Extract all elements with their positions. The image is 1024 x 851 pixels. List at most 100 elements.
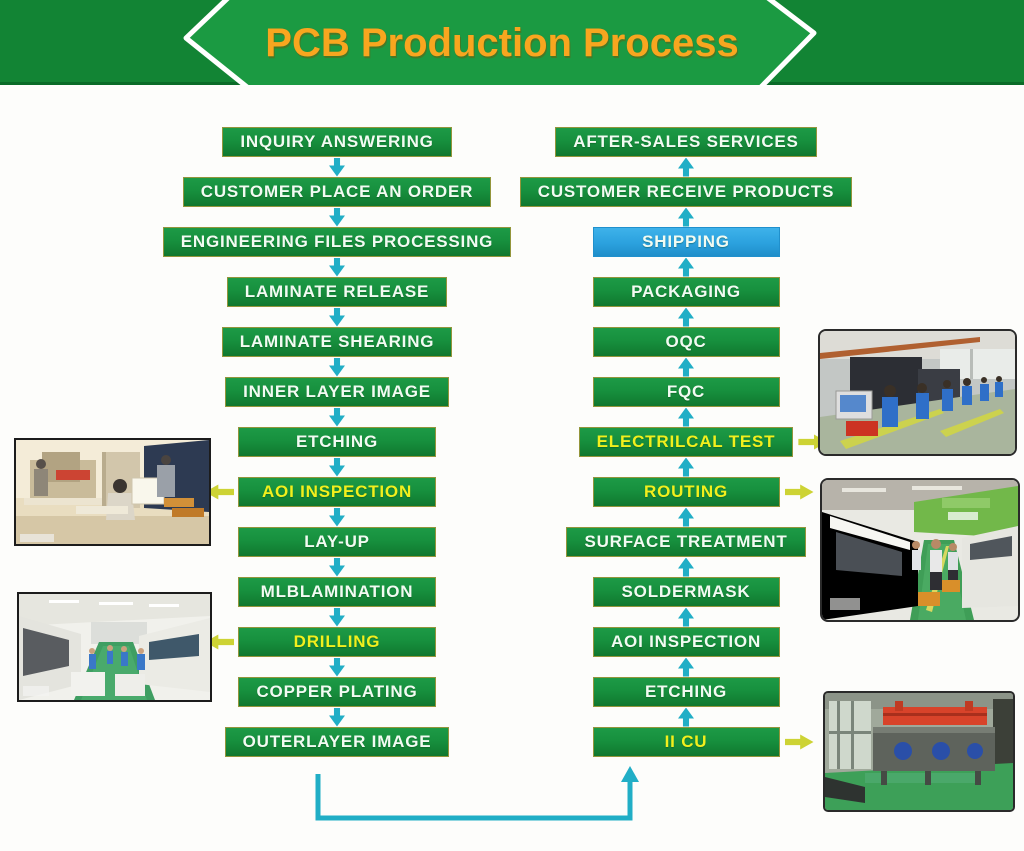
- arrow-down-icon: [329, 257, 345, 277]
- process-step: II CU: [592, 727, 814, 757]
- flow-arrow-gap: [329, 157, 345, 177]
- flow-arrow-gap: [678, 207, 694, 227]
- page-title: PCB Production Process: [265, 21, 739, 65]
- flow-arrow-gap: [678, 157, 694, 177]
- step-box: CUSTOMER RECEIVE PRODUCTS: [519, 177, 853, 207]
- step-box: ENGINEERING FILES PROCESSING: [162, 227, 512, 257]
- process-step: INNER LAYER IMAGE: [225, 377, 449, 407]
- flow-arrow-gap: [678, 407, 694, 427]
- step-box: PACKAGING: [592, 277, 780, 307]
- plating-line-scene: [825, 693, 1013, 810]
- flow-arrow-gap: [329, 657, 345, 677]
- step-box: II CU: [592, 727, 814, 757]
- arrow-down-icon: [329, 207, 345, 227]
- plating-line-photo: [823, 691, 1015, 812]
- flow-arrow-gap: [678, 657, 694, 677]
- process-step: FQC: [592, 377, 780, 407]
- step-box: OQC: [592, 327, 780, 357]
- process-step: ETCHING: [238, 427, 436, 457]
- process-step: ENGINEERING FILES PROCESSING: [162, 227, 512, 257]
- flow-arrow-gap: [329, 507, 345, 527]
- step-box: ETCHING: [592, 677, 780, 707]
- flow-arrow-gap: [329, 407, 345, 427]
- arrow-down-icon: [329, 507, 345, 527]
- arrow-up-icon: [678, 607, 694, 627]
- step-box: COPPER PLATING: [238, 677, 436, 707]
- step-box: SURFACE TREATMENT: [566, 527, 806, 557]
- arrow-down-icon: [329, 157, 345, 177]
- step-box: LAMINATE SHEARING: [221, 327, 453, 357]
- process-step: SURFACE TREATMENT: [566, 527, 806, 557]
- electrical-test-photo: [818, 329, 1017, 456]
- photo-link-arrow-icon: [784, 734, 814, 750]
- arrow-up-icon: [678, 307, 694, 327]
- flow-arrow-gap: [678, 607, 694, 627]
- arrow-down-icon: [329, 557, 345, 577]
- flow-arrow-gap: [329, 257, 345, 277]
- aoi-inspection-photo: [14, 438, 211, 546]
- process-step: INQUIRY ANSWERING: [222, 127, 452, 157]
- flow-arrow-gap: [329, 457, 345, 477]
- step-box: SHIPPING: [592, 227, 780, 257]
- process-step: OQC: [592, 327, 780, 357]
- process-step: AOI INSPECTION: [205, 477, 436, 507]
- step-box: ROUTING: [592, 477, 814, 507]
- process-step: LAY-UP: [238, 527, 436, 557]
- arrow-up-icon: [678, 707, 694, 727]
- step-box: INQUIRY ANSWERING: [222, 127, 452, 157]
- routing-machines-photo: [820, 478, 1020, 622]
- routing-hall-scene: [822, 480, 1018, 620]
- arrow-up-icon: [678, 207, 694, 227]
- banner-ribbon-graphic: [0, 0, 1024, 86]
- step-box: ELECTRILCAL TEST: [578, 427, 828, 457]
- step-box: DRILLING: [205, 627, 436, 657]
- process-step: ETCHING: [592, 677, 780, 707]
- process-step: ELECTRILCAL TEST: [578, 427, 828, 457]
- step-box: CUSTOMER PLACE AN ORDER: [182, 177, 492, 207]
- arrow-up-icon: [678, 407, 694, 427]
- step-box: INNER LAYER IMAGE: [225, 377, 449, 407]
- step-box: OUTERLAYER IMAGE: [224, 727, 450, 757]
- left-process-column: INQUIRY ANSWERING CUSTOMER PLACE AN ORDER…: [137, 127, 537, 757]
- process-step: AOI INSPECTION: [592, 627, 780, 657]
- flow-return-connector: [315, 766, 639, 821]
- step-box: FQC: [592, 377, 780, 407]
- flow-arrow-gap: [329, 357, 345, 377]
- step-box: MLBLAMINATION: [238, 577, 436, 607]
- process-step: PACKAGING: [592, 277, 780, 307]
- process-step: CUSTOMER PLACE AN ORDER: [182, 177, 492, 207]
- flow-arrow-gap: [678, 507, 694, 527]
- flow-arrow-gap: [329, 557, 345, 577]
- arrow-down-icon: [329, 657, 345, 677]
- arrow-up-icon: [678, 357, 694, 377]
- flow-arrow-gap: [678, 457, 694, 477]
- step-box: AOI INSPECTION: [205, 477, 436, 507]
- step-box: LAY-UP: [238, 527, 436, 557]
- flow-arrow-gap: [678, 707, 694, 727]
- flow-arrow-gap: [678, 307, 694, 327]
- arrow-up-icon: [678, 657, 694, 677]
- flow-arrow-gap: [678, 357, 694, 377]
- flow-arrow-gap: [329, 207, 345, 227]
- right-process-column: AFTER-SALES SERVICES CUSTOMER RECEIVE PRO…: [486, 127, 886, 757]
- process-step: COPPER PLATING: [238, 677, 436, 707]
- step-box: ETCHING: [238, 427, 436, 457]
- arrow-up-icon: [678, 257, 694, 277]
- flow-arrow-gap: [329, 607, 345, 627]
- photo-link-arrow-icon: [784, 484, 814, 500]
- process-step: AFTER-SALES SERVICES: [555, 127, 817, 157]
- electrical-test-scene: [820, 331, 1015, 454]
- arrow-up-icon: [678, 557, 694, 577]
- arrow-down-icon: [329, 707, 345, 727]
- arrow-down-icon: [329, 357, 345, 377]
- process-step: CUSTOMER RECEIVE PRODUCTS: [519, 177, 853, 207]
- arrow-down-icon: [329, 407, 345, 427]
- aoi-inspection-scene: [16, 440, 209, 544]
- process-step: DRILLING: [205, 627, 436, 657]
- process-step: LAMINATE RELEASE: [226, 277, 448, 307]
- arrow-up-icon: [678, 157, 694, 177]
- flow-arrow-gap: [329, 707, 345, 727]
- process-step: SHIPPING: [592, 227, 780, 257]
- flow-arrow-gap: [329, 307, 345, 327]
